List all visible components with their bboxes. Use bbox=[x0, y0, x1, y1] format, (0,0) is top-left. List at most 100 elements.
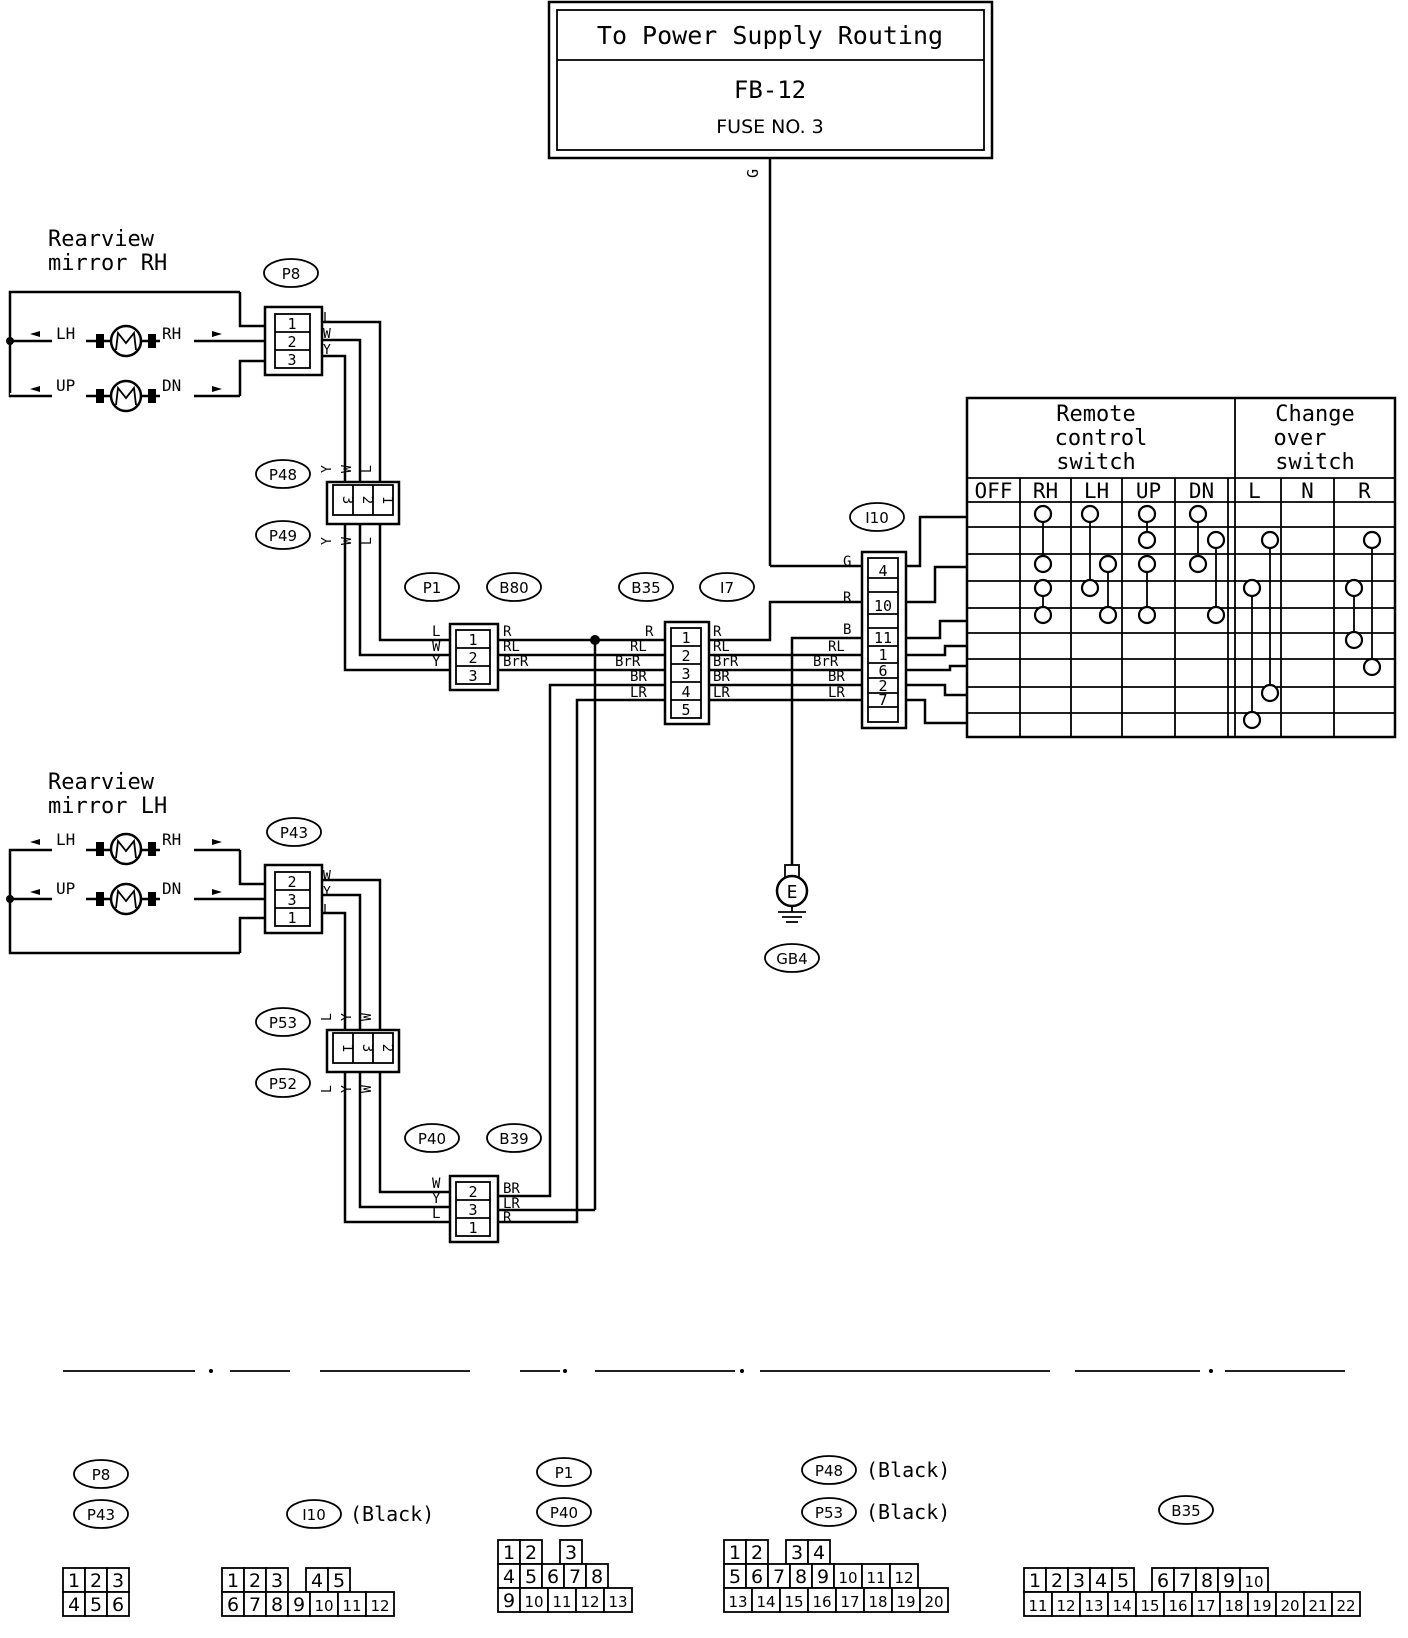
pinout-cell: 1 bbox=[227, 1570, 239, 1592]
pinout-cell: 1 bbox=[729, 1542, 741, 1564]
switch-column-r: R bbox=[1358, 479, 1371, 503]
pinout-cell: 12 bbox=[894, 1569, 913, 1587]
svg-text:Y: Y bbox=[323, 343, 331, 358]
connector-p53-p52: 1 3 2 bbox=[325, 1028, 401, 1074]
svg-text:BR: BR bbox=[828, 669, 845, 685]
svg-text:B80: B80 bbox=[499, 579, 528, 597]
svg-text:R: R bbox=[645, 624, 654, 640]
connector-tag-p40 bbox=[404, 1123, 460, 1153]
mirror-rh-motor-horizontal bbox=[96, 324, 156, 358]
pinout-cell: 6 bbox=[751, 1566, 763, 1588]
pinout-cell: 11 bbox=[866, 1569, 885, 1587]
svg-text:RL: RL bbox=[503, 639, 520, 655]
pinout-cell: 3 bbox=[1073, 1570, 1085, 1592]
svg-text:W: W bbox=[323, 327, 331, 342]
svg-text:11: 11 bbox=[874, 629, 892, 647]
svg-text:I10: I10 bbox=[865, 509, 889, 527]
svg-text:3: 3 bbox=[287, 891, 296, 909]
connector-b35-i7: 1 2 3 4 5 bbox=[663, 620, 711, 726]
svg-text:B35: B35 bbox=[1171, 1502, 1200, 1520]
mirror-rh-motors: LH RH UP DN bbox=[6, 290, 240, 413]
pinout-cell: 9 bbox=[293, 1594, 305, 1616]
svg-text:P48: P48 bbox=[815, 1462, 843, 1480]
svg-text:3: 3 bbox=[468, 1201, 477, 1219]
pinout-cell: 9 bbox=[503, 1590, 515, 1612]
svg-text:RL: RL bbox=[630, 639, 647, 655]
pinout-cell: 8 bbox=[795, 1566, 807, 1588]
pinout-cell: 5 bbox=[729, 1566, 741, 1588]
svg-text:P53: P53 bbox=[815, 1504, 843, 1522]
svg-text:3: 3 bbox=[287, 351, 296, 369]
pinout-cell: 11 bbox=[552, 1593, 571, 1611]
svg-text:2: 2 bbox=[287, 333, 296, 351]
svg-text:P53: P53 bbox=[269, 1014, 297, 1032]
connector-tag-b35 bbox=[618, 572, 674, 602]
svg-text:P52: P52 bbox=[269, 1075, 297, 1093]
pinout-cell: 16 bbox=[1168, 1597, 1187, 1615]
pinout-cell: 20 bbox=[1280, 1597, 1299, 1615]
pinout-cell: 1 bbox=[68, 1570, 80, 1592]
svg-text:R: R bbox=[503, 1210, 512, 1226]
connector-tag-p8 bbox=[263, 258, 319, 288]
svg-text:BrR: BrR bbox=[503, 654, 529, 670]
svg-text:P43: P43 bbox=[87, 1506, 115, 1524]
pinout-cell: 17 bbox=[840, 1593, 859, 1611]
pinout-cell: 4 bbox=[68, 1594, 80, 1616]
pinout-cell: 3 bbox=[271, 1570, 283, 1592]
svg-text:L: L bbox=[432, 1206, 440, 1222]
connector-tag-p52 bbox=[255, 1068, 311, 1098]
svg-text:(Black): (Black) bbox=[866, 1500, 950, 1524]
svg-text:2: 2 bbox=[878, 677, 887, 695]
connector-tag-p53 bbox=[255, 1007, 311, 1037]
pinout-cell: 17 bbox=[1196, 1597, 1215, 1615]
pinout-cell: 9 bbox=[817, 1566, 829, 1588]
mirror-lh-motor-horizontal bbox=[96, 832, 156, 866]
pinout-cell: 15 bbox=[1140, 1597, 1159, 1615]
svg-text:(Black): (Black) bbox=[866, 1458, 950, 1482]
pinout-cell: 8 bbox=[591, 1566, 603, 1588]
pinout-cell: 22 bbox=[1336, 1597, 1355, 1615]
mirror-rh-motor-vertical bbox=[96, 379, 156, 413]
pinout-cell: 7 bbox=[569, 1566, 581, 1588]
svg-text:2: 2 bbox=[287, 873, 296, 891]
pinout-cell: 10 bbox=[838, 1569, 857, 1587]
svg-text:LR: LR bbox=[630, 685, 647, 701]
svg-text:1: 1 bbox=[878, 646, 887, 664]
pinout-cell: 3 bbox=[565, 1542, 577, 1564]
pinout-cell: 2 bbox=[90, 1570, 102, 1592]
svg-text:G: G bbox=[843, 554, 851, 570]
pinout-cell: 4 bbox=[813, 1542, 825, 1564]
svg-text:I10: I10 bbox=[302, 1506, 326, 1524]
changeover-title-line1: Change bbox=[1275, 402, 1354, 427]
pinout-cell: 6 bbox=[1157, 1570, 1169, 1592]
power-supply-connector: FB-12 bbox=[734, 76, 806, 104]
switch-column-rh: RH bbox=[1033, 479, 1058, 503]
svg-text:Y: Y bbox=[340, 1085, 355, 1093]
svg-text:3: 3 bbox=[681, 665, 690, 683]
mirror-rh-label-lh: LH bbox=[56, 324, 75, 343]
svg-text:2: 2 bbox=[379, 1044, 395, 1052]
pinout-cell: 18 bbox=[868, 1593, 887, 1611]
connector-p1-b80: 1 2 3 bbox=[448, 622, 500, 692]
pinout-cell: 5 bbox=[525, 1566, 537, 1588]
svg-text:1: 1 bbox=[468, 1219, 477, 1237]
svg-text:B39: B39 bbox=[499, 1130, 528, 1148]
pinout-cell: 10 bbox=[1244, 1573, 1263, 1591]
svg-text:W: W bbox=[340, 465, 355, 473]
pinout-cell: 18 bbox=[1224, 1597, 1243, 1615]
pinout-cell: 7 bbox=[249, 1594, 261, 1616]
mirror-rh-label-up: UP bbox=[56, 376, 75, 395]
pinout-cell: 12 bbox=[580, 1593, 599, 1611]
svg-text:BrR: BrR bbox=[813, 654, 839, 670]
svg-text:P40: P40 bbox=[550, 1504, 578, 1522]
switch-column-l: L bbox=[1248, 479, 1261, 503]
mirror-lh-motor-vertical bbox=[96, 882, 156, 916]
svg-text:LR: LR bbox=[828, 685, 845, 701]
pinout-cell: 11 bbox=[1028, 1597, 1047, 1615]
svg-text:P48: P48 bbox=[269, 466, 297, 484]
mirror-lh-title-line2: mirror LH bbox=[48, 794, 167, 819]
power-supply-box: To Power Supply Routing FB-12 FUSE NO. 3 bbox=[547, 0, 994, 160]
mirror-rh-title-line2: mirror RH bbox=[48, 251, 167, 276]
